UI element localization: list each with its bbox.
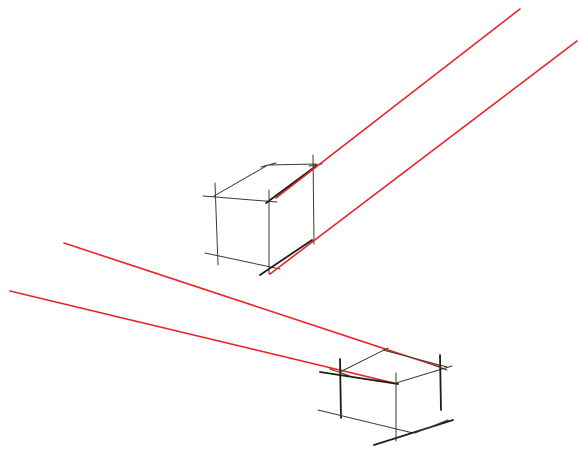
lower-box-top-edge-back <box>382 349 448 368</box>
lower-box-bottom-edge-right <box>373 419 454 446</box>
upper-box-bottom-edge-front <box>204 252 281 270</box>
lower-projection-line-top <box>63 242 441 368</box>
upper-box-sketch <box>202 154 323 276</box>
upper-projection-line-top <box>275 8 521 199</box>
lower-box-sketch <box>317 347 454 446</box>
upper-projection-line-bottom <box>269 40 578 275</box>
upper-box-top-edge-right <box>265 165 317 204</box>
lower-box-top-edge-left <box>339 347 389 373</box>
lower-box-top-edge-front <box>319 371 399 385</box>
upper-box-top-edge-front <box>202 195 278 203</box>
upper-box-top-edge-back <box>267 163 317 166</box>
lower-box-bottom-edge-back <box>414 419 449 434</box>
lower-box-corner-tick <box>433 364 448 371</box>
upper-box-vertical-left <box>214 182 219 266</box>
lower-projection-line-bottom <box>9 290 399 385</box>
upper-box-projection-lines <box>269 8 578 275</box>
upper-box-corner-tick <box>260 162 277 168</box>
upper-box-bottom-edge-right <box>259 239 313 276</box>
upper-box-top-edge-left <box>213 164 269 197</box>
lower-box-vertical-back <box>439 354 442 411</box>
lower-box-bottom-edge-front <box>317 409 414 434</box>
lower-box-corner-tick <box>329 368 351 377</box>
lower-box-projection-lines <box>9 242 441 385</box>
lower-box-vertical-left <box>339 358 342 419</box>
